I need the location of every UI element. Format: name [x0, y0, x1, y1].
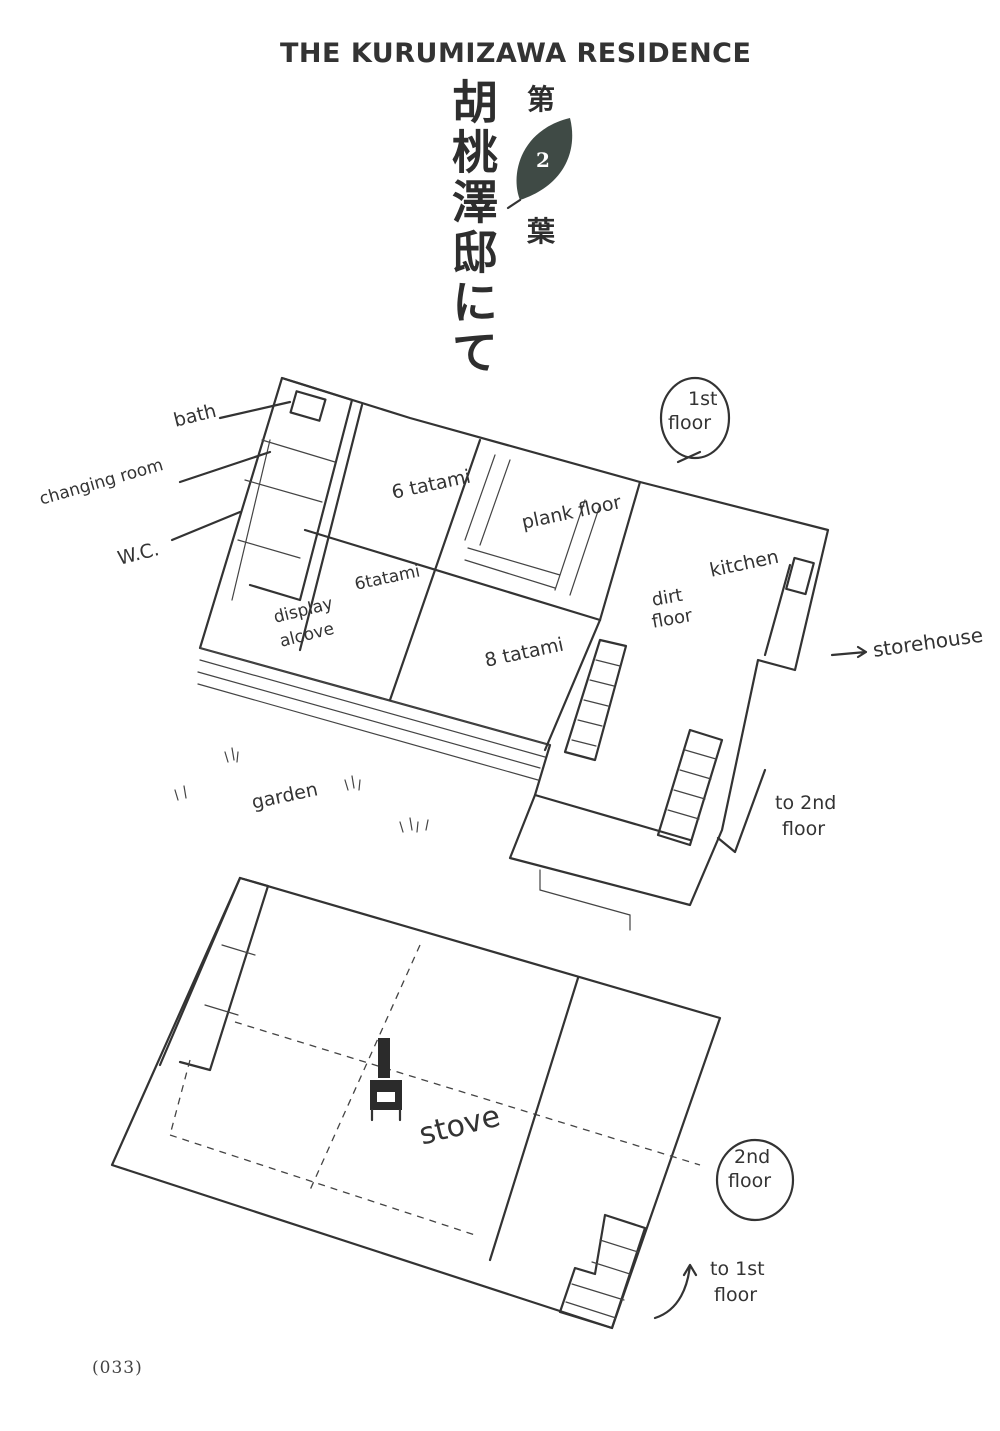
- page-title: THE KURUMIZAWA RESIDENCE: [280, 38, 752, 69]
- chapter-title-vertical: 胡桃澤邸にて: [445, 78, 499, 378]
- chapter-number: 2: [536, 148, 550, 172]
- first-floor-badge: [659, 376, 731, 460]
- page-number: (033): [92, 1358, 143, 1378]
- second-floor-badge: [715, 1138, 795, 1222]
- to-first-floor-label-top: to 1st: [710, 1258, 765, 1280]
- to-second-floor-label-top: to 2nd: [775, 792, 837, 814]
- leaf-icon: [516, 118, 573, 200]
- first-floor-plan: [197, 376, 830, 931]
- first-floor-label-top: 1st: [688, 388, 718, 410]
- chapter-prefix: 第: [527, 83, 556, 116]
- second-floor-label-bottom: floor: [728, 1170, 772, 1192]
- first-floor-label-bottom: floor: [668, 412, 712, 434]
- second-floor-plan: [110, 876, 722, 1330]
- to-first-floor-label-bottom: floor: [714, 1284, 758, 1306]
- stove-pipe-icon: [378, 1038, 390, 1078]
- to-second-floor-label-bottom: floor: [782, 818, 826, 840]
- chapter-suffix: 葉: [527, 215, 556, 248]
- second-floor-label-top: 2nd: [734, 1146, 771, 1168]
